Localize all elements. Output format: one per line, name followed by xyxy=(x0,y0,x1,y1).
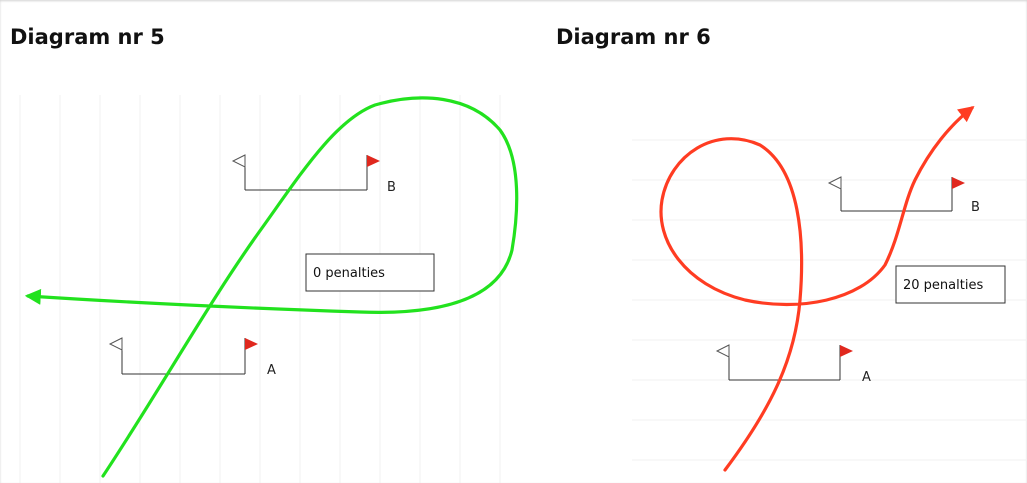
gate-a-6-label: A xyxy=(862,370,871,385)
diagram-6: B A 20 penalties xyxy=(659,106,1006,472)
white-flag-icon xyxy=(715,344,730,358)
diagram-5-title: Diagram nr 5 xyxy=(10,25,165,49)
path-6-red xyxy=(659,106,975,472)
result-box-5: 0 penalties xyxy=(305,253,435,292)
diagram-6-title: Diagram nr 6 xyxy=(556,25,711,49)
gate-b-5-label: B xyxy=(387,180,396,195)
white-flag-icon xyxy=(108,337,123,351)
white-flag-icon xyxy=(231,154,246,168)
gate-a-5-label: A xyxy=(267,363,276,378)
gate-a-5: A xyxy=(108,337,276,378)
red-flag-icon xyxy=(840,345,853,357)
diagram-5: B A 0 penalties xyxy=(24,96,519,478)
gate-b-6-label: B xyxy=(971,200,980,215)
red-flag-icon xyxy=(245,338,258,350)
red-flag-icon xyxy=(367,155,380,167)
path-5-green xyxy=(24,96,519,478)
white-flag-icon xyxy=(827,176,842,190)
red-flag-icon xyxy=(952,177,965,189)
result-text-5: 0 penalties xyxy=(313,266,385,281)
gate-b-5: B xyxy=(231,154,396,195)
gate-a-6: A xyxy=(715,344,871,385)
result-text-6: 20 penalties xyxy=(903,278,983,293)
gate-b-6: B xyxy=(827,176,980,215)
result-box-6: 20 penalties xyxy=(895,265,1006,304)
